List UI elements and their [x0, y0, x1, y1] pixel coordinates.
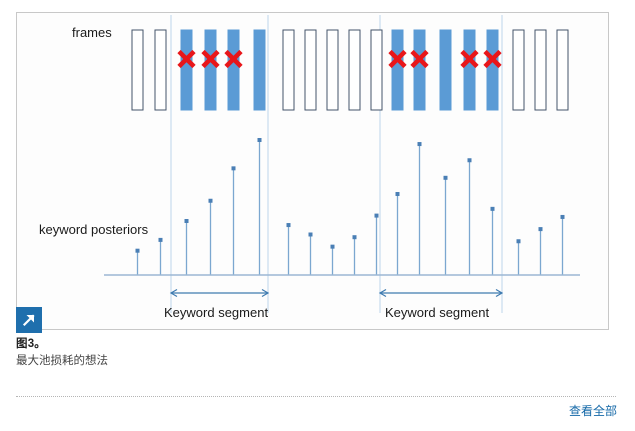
posterior-stems: [135, 138, 565, 275]
keyword-segment-arrow-1: [169, 288, 270, 298]
posterior-stem-marker: [208, 198, 213, 203]
frame-bar-empty: [348, 29, 361, 111]
posterior-stem-marker: [135, 248, 140, 253]
caption-text: 最大池损耗的想法: [16, 355, 108, 367]
expand-arrow-icon[interactable]: [16, 307, 42, 333]
frame-bar-filled: [180, 29, 193, 111]
frame-bar-filled: [463, 29, 476, 111]
frame-bar-empty: [534, 29, 547, 111]
posterior-stem-marker: [516, 239, 521, 244]
keyword-segment-label-2: Keyword segment: [385, 305, 490, 320]
footer-divider: [16, 396, 616, 397]
frame-bar-filled: [227, 29, 240, 111]
frame-bar-filled: [486, 29, 499, 111]
x-mark-icon: [388, 49, 407, 69]
posterior-stem-marker: [395, 192, 400, 196]
posterior-stem-marker: [374, 213, 379, 218]
keyword-segment-label-1: Keyword segment: [164, 305, 269, 320]
x-mark-icon: [410, 49, 429, 69]
posterior-stem-marker: [467, 158, 472, 163]
x-mark-icon: [224, 49, 243, 69]
posterior-stem-marker: [286, 223, 291, 228]
posterior-stem-marker: [330, 244, 335, 249]
caption-title: 图3。: [16, 338, 46, 350]
frame-bars: [131, 29, 569, 111]
figure-caption-block: 图3。 最大池损耗的想法: [16, 307, 616, 369]
frame-bar-filled: [253, 29, 266, 111]
x-mark-icon: [483, 49, 502, 69]
frame-bar-filled: [391, 29, 404, 111]
figure-svg: [104, 15, 580, 313]
keyword-segment-arrow-2: [378, 288, 504, 298]
posterior-stem-marker: [184, 219, 189, 223]
keyword-posteriors-label: keyword posteriors: [39, 222, 149, 237]
posterior-stem-marker: [560, 214, 565, 219]
figure-panel[interactable]: frames keyword posteriors Keyword segmen…: [16, 12, 609, 330]
posterior-stem-marker: [417, 142, 422, 147]
frame-bar-filled: [413, 29, 426, 111]
segment-arrows: [169, 288, 504, 298]
x-mark-icon: [460, 49, 479, 69]
frame-bar-empty: [304, 29, 317, 111]
frames-label: frames: [72, 25, 112, 40]
frame-bar-empty: [326, 29, 339, 111]
frame-bar-empty: [282, 29, 295, 111]
frame-bar-filled: [204, 29, 217, 111]
view-all-link[interactable]: 查看全部: [568, 404, 617, 418]
posterior-stem-marker: [443, 175, 448, 180]
frame-bar-filled: [439, 29, 452, 111]
posterior-stem-marker: [352, 235, 357, 240]
posterior-stem-marker: [231, 166, 236, 171]
x-mark-icon: [201, 49, 220, 69]
posterior-stem-marker: [538, 227, 543, 232]
posterior-stem-marker: [308, 232, 313, 237]
frame-bar-empty: [154, 29, 167, 111]
frame-x-marks: [177, 49, 502, 69]
posterior-stem-marker: [490, 206, 495, 211]
posterior-stem-marker: [158, 237, 163, 242]
frame-bar-empty: [512, 29, 525, 111]
posterior-stem-marker: [257, 138, 262, 142]
frame-bar-empty: [131, 29, 144, 111]
frame-bar-empty: [370, 29, 383, 111]
frame-bar-empty: [556, 29, 569, 111]
x-mark-icon: [177, 49, 196, 69]
